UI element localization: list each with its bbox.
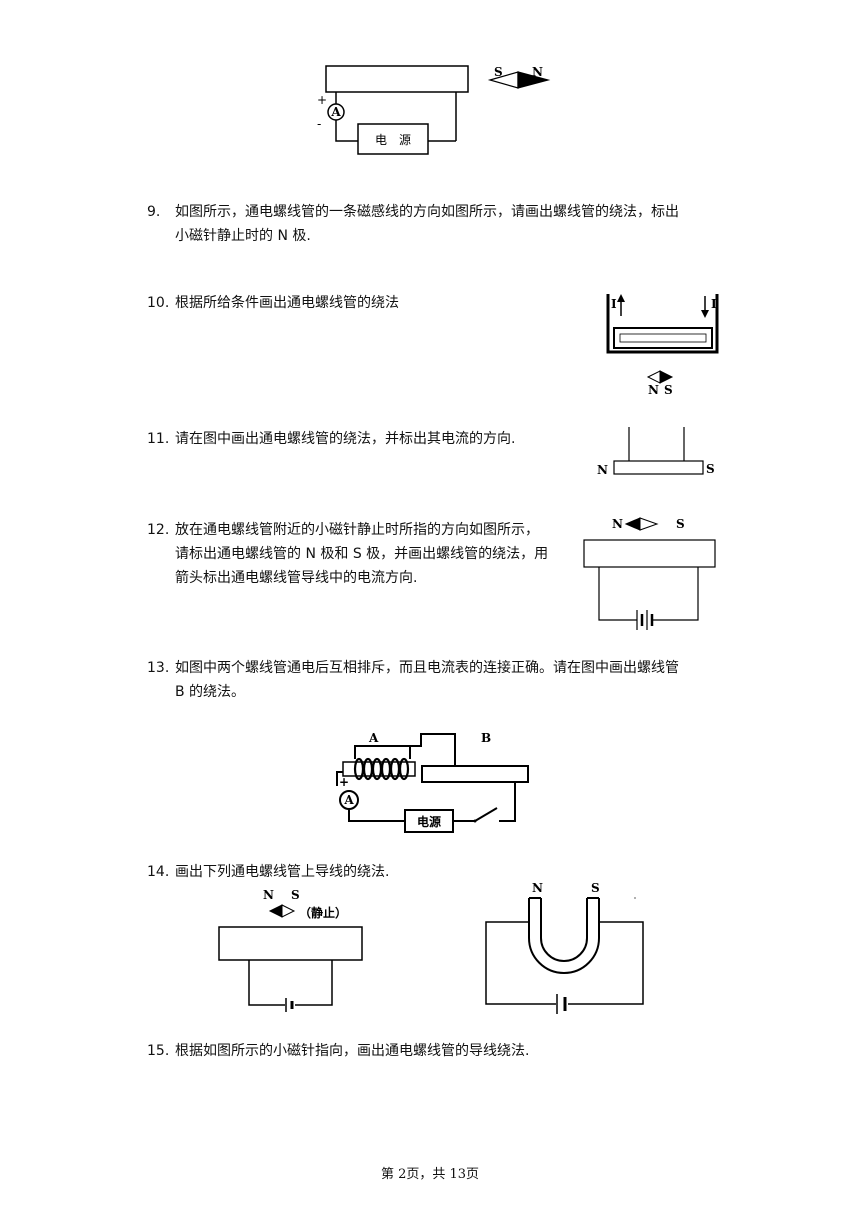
battery-icon — [636, 610, 654, 630]
question-14: 14. 画出下列通电螺线管上导线的绕法. — [147, 860, 587, 884]
question-text: 画出下列通电螺线管上导线的绕法. — [175, 864, 390, 880]
question-15: 15. 根据如图所示的小磁针指向，画出通电螺线管的导线绕法. — [147, 1039, 607, 1063]
figure-q12-circuit: N S — [583, 517, 716, 630]
solenoid — [613, 460, 704, 475]
compass-needle-icon — [487, 71, 551, 89]
compass-needle-icon — [646, 370, 674, 384]
needle-s-label: S — [664, 383, 673, 397]
ammeter-label: A — [343, 793, 354, 807]
power-label: 电 源 — [375, 133, 411, 147]
needle-n-label: N — [532, 65, 543, 79]
question-text: 根据所给条件画出通电螺线管的绕法 — [175, 295, 399, 311]
needle-s-label: S — [291, 888, 300, 902]
battery-icon — [556, 994, 567, 1014]
question-text: 请在图中画出通电螺线管的绕法，并标出其电流的方向. — [175, 431, 516, 447]
question-number: 10. — [147, 295, 170, 311]
question-text: 根据如图所示的小磁针指向，画出通电螺线管的导线绕法. — [175, 1043, 530, 1059]
question-text: 如图中两个螺线管通电后互相排斥，而且电流表的连接正确。请在图中画出螺线管 B 的… — [175, 660, 679, 700]
question-13: 13. 如图中两个螺线管通电后互相排斥，而且电流表的连接正确。请在图中画出螺线管… — [147, 656, 747, 704]
pole-s-label: S — [591, 881, 600, 895]
question-9: 9. 如图所示，通电螺线管的一条磁感线的方向如图所示，请画出螺线管的绕法，标出 … — [147, 200, 747, 248]
solenoid-b-label: B — [481, 731, 491, 745]
plus-label: + — [339, 775, 349, 789]
pole-n-label: N — [532, 881, 543, 895]
question-text: 如图所示，通电螺线管的一条磁感线的方向如图所示，请画出螺线管的绕法，标出 小磁针… — [175, 204, 679, 244]
plus-label: + — [317, 93, 327, 107]
compass-needle-icon — [268, 904, 296, 918]
battery-icon — [285, 998, 294, 1012]
question-text: 放在通电螺线管附近的小磁针静止时所指的方向如图所示， 请标出通电螺线管的 N 极… — [175, 522, 549, 586]
question-number: 13. — [147, 660, 170, 676]
figure-q14-right-u-circuit: N S — [485, 881, 644, 1014]
needle-s-label: S — [676, 517, 685, 531]
figure-q13-two-solenoids: A B + A 电源 — [336, 731, 529, 833]
question-number: 14. — [147, 864, 170, 880]
current-label-right: I — [711, 297, 717, 311]
power-source — [357, 123, 429, 155]
pole-s-label: S — [706, 462, 715, 476]
needle-n-label: N — [612, 517, 623, 531]
minus-label: - — [317, 117, 321, 131]
current-label-left: I — [611, 297, 617, 311]
question-12: 12. 放在通电螺线管附近的小磁针静止时所指的方向如图所示， 请标出通电螺线管的… — [147, 518, 577, 590]
figure-q14-left-circuit: N S （静止） — [218, 888, 363, 1012]
figure-q8-circuit: A + - 电 源 S N — [317, 65, 551, 155]
question-number: 15. — [147, 1043, 170, 1059]
solenoid — [218, 926, 363, 961]
question-number: 12. — [147, 522, 170, 538]
question-11: 11. 请在图中画出通电螺线管的绕法，并标出其电流的方向. — [147, 427, 587, 451]
figure-q11-solenoid: N S — [597, 427, 715, 477]
solenoid-a-label: A — [368, 731, 379, 745]
needle-s-label: S — [494, 65, 503, 79]
ammeter-label: A — [330, 105, 341, 119]
question-number: 11. — [147, 431, 170, 447]
solenoid — [325, 65, 469, 93]
needle-n-label: N — [648, 383, 659, 397]
page-footer: 第 2页，共 13页 — [380, 1167, 480, 1182]
solenoid-a — [342, 757, 416, 781]
u-shaped-solenoid — [528, 897, 600, 974]
still-label: （静止） — [299, 905, 347, 920]
question-number: 9. — [147, 204, 161, 220]
question-10: 10. 根据所给条件画出通电螺线管的绕法 — [147, 291, 587, 315]
compass-needle-icon — [624, 517, 659, 531]
power-label: 电源 — [417, 814, 441, 829]
pole-n-label: N — [597, 463, 608, 477]
switch-icon — [473, 807, 498, 823]
solenoid-b — [421, 765, 529, 783]
needle-n-label: N — [263, 888, 274, 902]
figure-q10-u-solenoid: I I N S — [606, 294, 719, 397]
solenoid — [583, 539, 716, 568]
